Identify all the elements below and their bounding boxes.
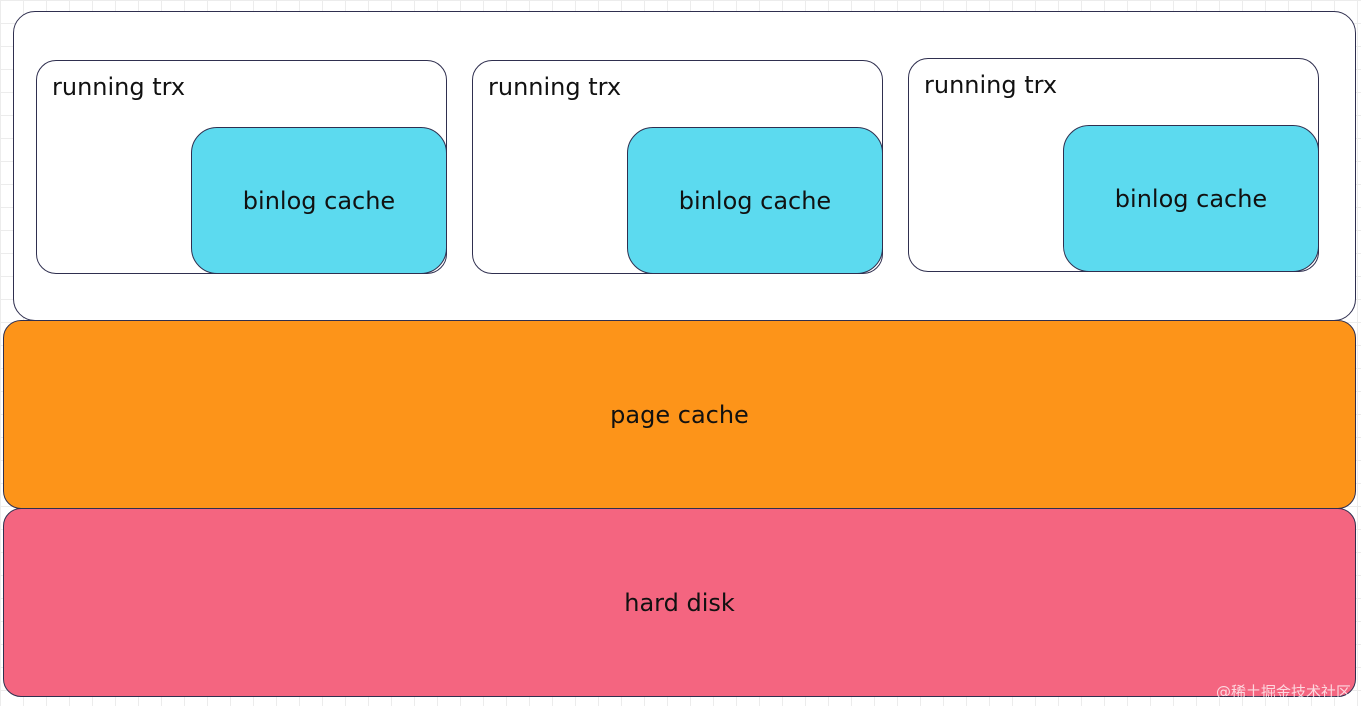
page-cache-layer: page cache (3, 320, 1356, 509)
binlog-cache-box-2: binlog cache (627, 127, 883, 274)
binlog-cache-box-1: binlog cache (191, 127, 447, 274)
watermark: @稀土掘金技术社区 (1215, 683, 1351, 701)
hard-disk-layer: hard disk (3, 508, 1356, 697)
running-trx-box-3: running trx binlog cache (908, 58, 1319, 272)
binlog-cache-label: binlog cache (242, 186, 396, 215)
page-cache-label: page cache (610, 400, 749, 429)
running-trx-label: running trx (52, 73, 186, 101)
binlog-cache-label: binlog cache (1114, 184, 1268, 213)
running-trx-label: running trx (924, 71, 1058, 99)
running-trx-box-1: running trx binlog cache (36, 60, 447, 274)
hard-disk-label: hard disk (624, 588, 735, 617)
running-trx-box-2: running trx binlog cache (472, 60, 883, 274)
running-trx-label: running trx (488, 73, 622, 101)
binlog-cache-box-3: binlog cache (1063, 125, 1319, 272)
binlog-cache-label: binlog cache (678, 186, 832, 215)
